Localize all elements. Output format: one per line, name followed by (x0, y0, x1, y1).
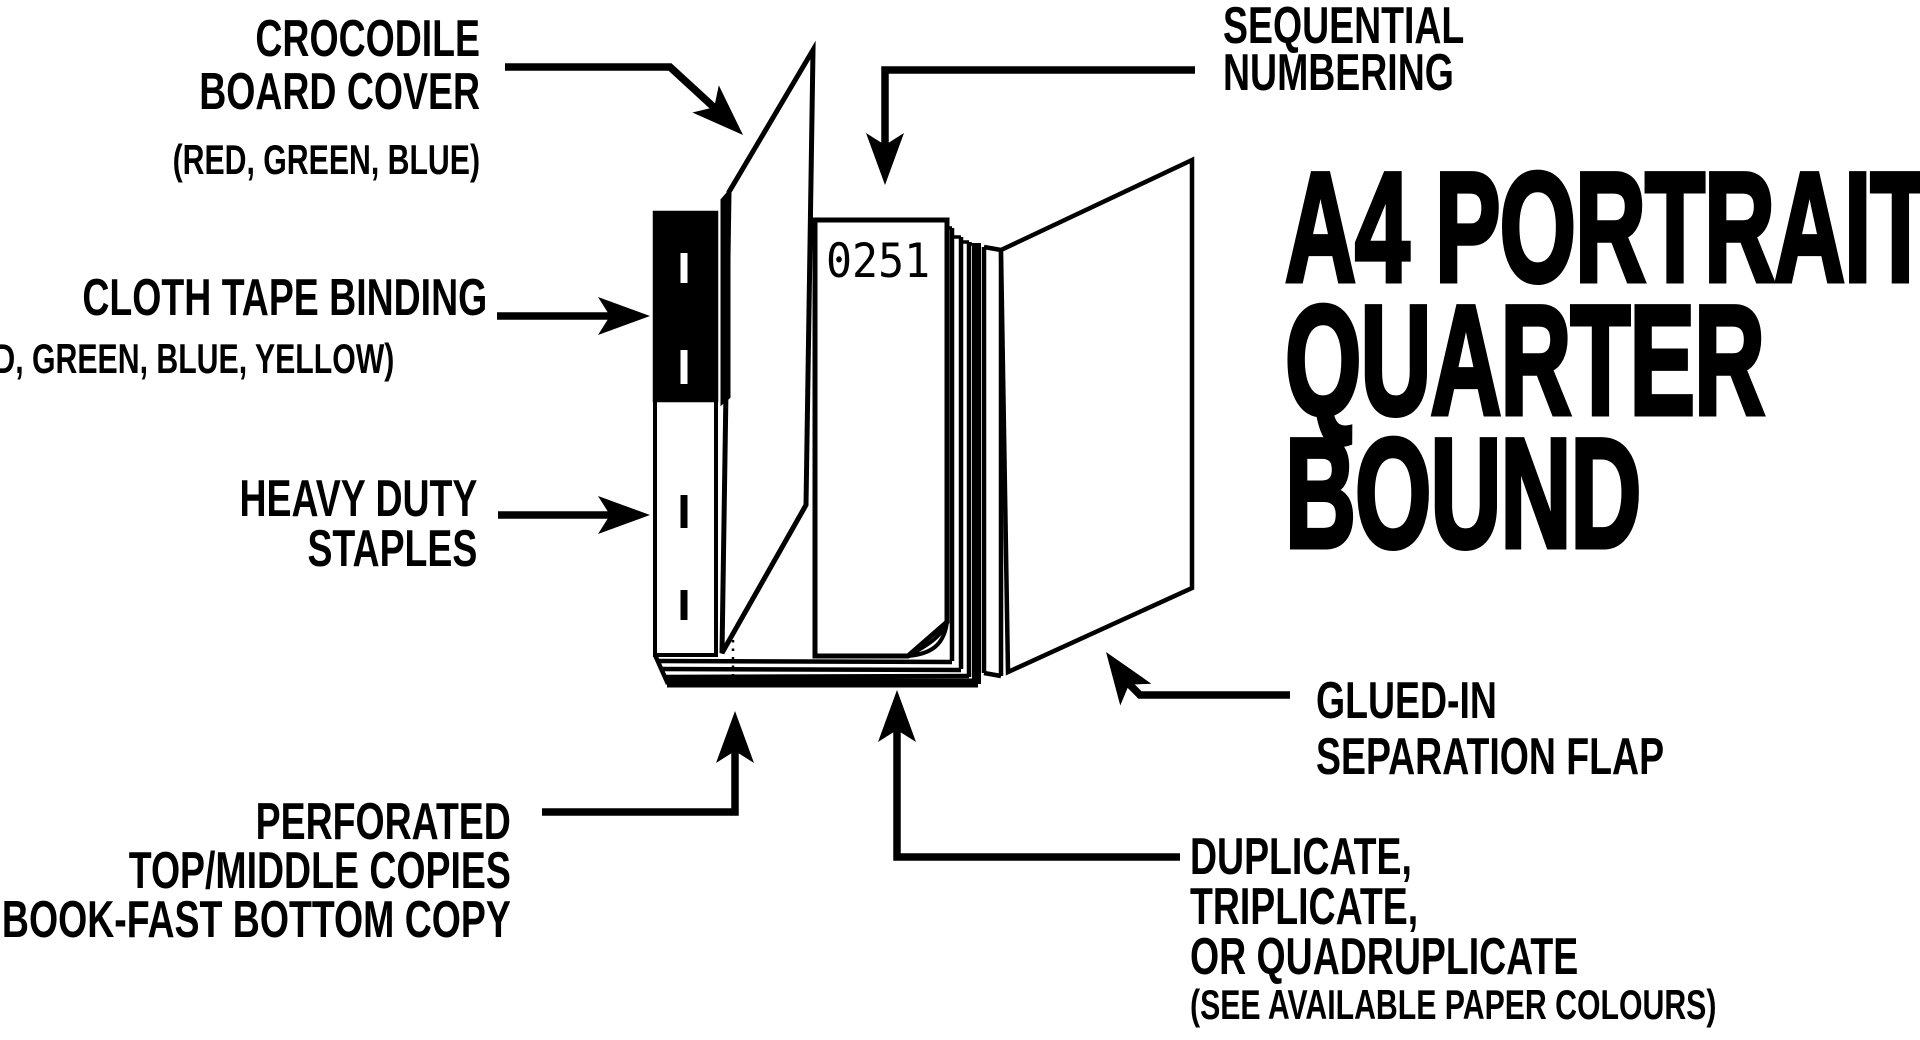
label-line: BOARD COVER (199, 63, 480, 121)
page-curl (907, 621, 949, 658)
label-subline: (SEE AVAILABLE PAPER COLOURS) (1190, 981, 1717, 1028)
spine-assembly (652, 210, 719, 657)
label-line: CLOTH TAPE BINDING (82, 269, 487, 327)
label-line: GLUED-IN (1316, 672, 1497, 730)
label-line: PERFORATED (255, 793, 511, 851)
label-crocodile-board-cover: CROCODILE BOARD COVER (RED, GREEN, BLUE) (173, 13, 480, 184)
label-line: HEAVY DUTY (239, 470, 477, 528)
title-line-1: A4 PORTRAIT (1283, 141, 1920, 315)
label-duplicate-options: DUPLICATE, TRIPLICATE, OR QUADRUPLICATE … (1190, 828, 1717, 1028)
label-subline: (RED, GREEN, BLUE) (172, 136, 480, 183)
label-line: STAPLES (307, 520, 477, 578)
arrow-sequential (881, 66, 1195, 150)
arrow-crocodile (505, 63, 722, 115)
arrow-glued (1123, 678, 1290, 699)
annotation-arrows (497, 63, 1290, 861)
label-line: OR QUADRUPLICATE (1190, 928, 1579, 986)
arrow-duplicate (893, 726, 1180, 861)
label-line: SEPARATION FLAP (1316, 728, 1665, 786)
separation-flap-shape (998, 156, 1195, 676)
label-heavy-duty-staples: HEAVY DUTY STAPLES (239, 470, 477, 578)
label-subline: (RED, GREEN, BLUE, YELLOW) (0, 335, 395, 382)
label-line: TRIPLICATE, (1190, 878, 1419, 936)
product-title: A4 PORTRAIT QUARTER BOUND (1283, 141, 1920, 581)
copy-sheet-edges (947, 226, 981, 684)
label-line: NUMBERING (1223, 44, 1454, 102)
label-perforated-copies: PERFORATED TOP/MIDDLE COPIES BOOK-FAST B… (2, 793, 511, 949)
title-line-2: QUARTER (1283, 274, 1766, 448)
book-base-pages (652, 654, 978, 688)
front-page-shape (812, 217, 950, 659)
back-board-edge (981, 244, 1004, 679)
title-line-3: BOUND (1283, 407, 1643, 581)
label-cloth-tape-binding: CLOTH TAPE BINDING (RED, GREEN, BLUE, YE… (0, 272, 487, 383)
label-sequential-numbering: SEQUENTIAL NUMBERING (1223, 0, 1465, 102)
arrow-perforated (542, 748, 739, 816)
label-line: SEQUENTIAL (1223, 0, 1465, 55)
arrow-heads (598, 85, 1152, 763)
label-glued-in-separation-flap: GLUED-IN SEPARATION FLAP (1316, 673, 1664, 785)
label-line: CROCODILE (255, 10, 480, 68)
label-line: TOP/MIDDLE COPIES (128, 842, 511, 900)
page-number: 0251 (826, 234, 931, 289)
label-line: BOOK-FAST BOTTOM COPY (2, 891, 511, 949)
board-cover-shape (719, 40, 816, 655)
label-line: DUPLICATE, (1190, 828, 1412, 886)
board-cover-thickness (720, 188, 731, 407)
